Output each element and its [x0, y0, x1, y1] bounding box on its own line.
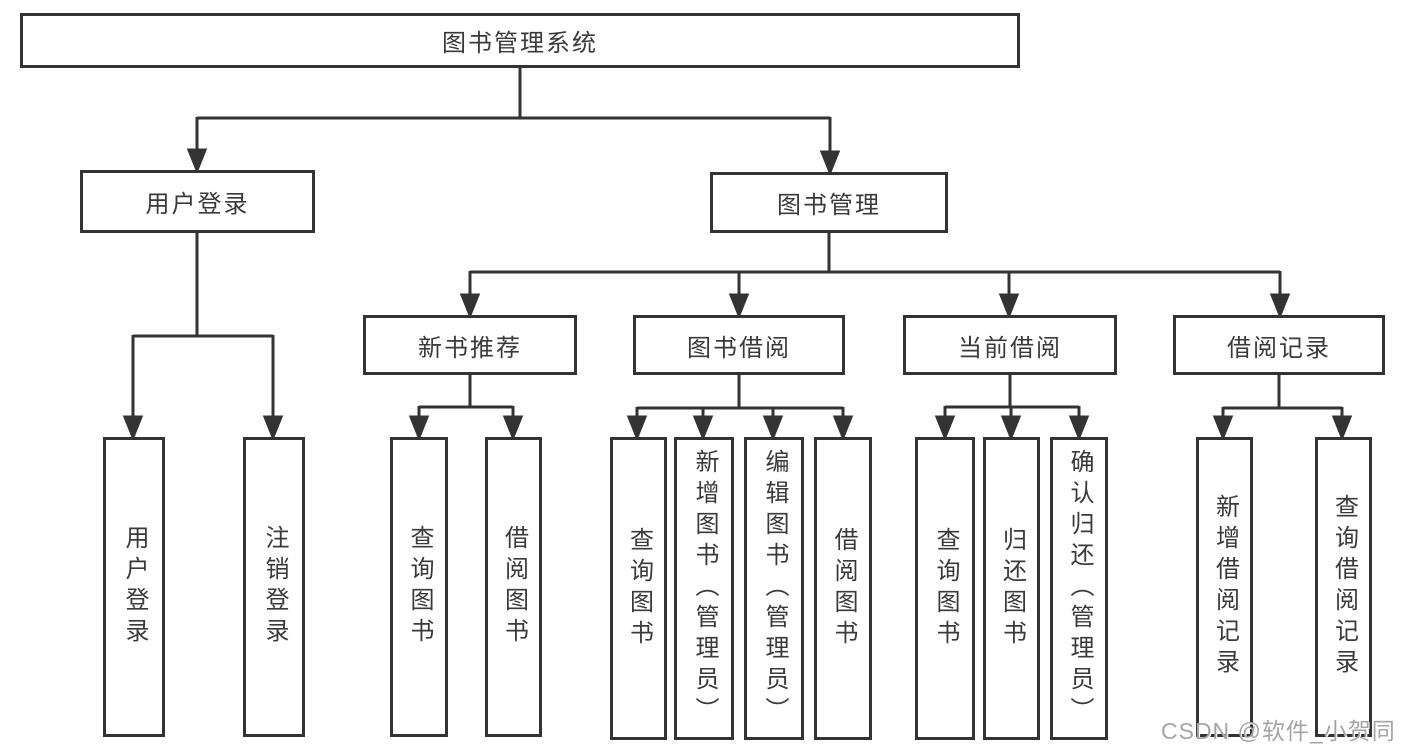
- arrowhead: [1269, 293, 1291, 320]
- arrowhead: [1212, 415, 1234, 442]
- node-leaf-query-books-3: 查询图书: [915, 437, 975, 740]
- node-leaf-add-books-label: 新增图书（管理员）: [691, 449, 718, 728]
- node-leaf-edit-books: 编辑图书（管理员）: [744, 437, 804, 740]
- node-new-book-rec: 新书推荐: [363, 315, 577, 375]
- arrowhead: [819, 150, 841, 177]
- arrowhead: [1331, 415, 1353, 442]
- arrowhead: [998, 293, 1020, 320]
- node-leaf-add-borrow-record: 新增借阅记录: [1196, 437, 1253, 737]
- node-leaf-add-books: 新增图书（管理员）: [674, 437, 734, 740]
- arrowhead: [832, 415, 854, 442]
- node-leaf-logout: 注销登录: [243, 437, 305, 737]
- node-current-borrow-label: 当前借阅: [958, 334, 1062, 362]
- node-book-borrow-label: 图书借阅: [687, 334, 791, 362]
- node-leaf-return-books-label: 归还图书: [998, 526, 1026, 651]
- node-leaf-borrow-books-2: 借阅图书: [814, 437, 872, 740]
- node-book-borrow: 图书借阅: [633, 315, 845, 375]
- node-book-mgmt: 图书管理: [710, 172, 948, 233]
- node-leaf-confirm-return: 确认归还（管理员）: [1050, 437, 1108, 740]
- arrowhead: [459, 293, 481, 320]
- arrowhead: [934, 415, 956, 442]
- arrowhead: [728, 293, 750, 320]
- watermark: CSDN @软件_小贺同学: [1161, 718, 1396, 744]
- node-leaf-return-books: 归还图书: [983, 437, 1040, 740]
- connector-current-borrow-to-leaves: [934, 375, 1090, 442]
- arrowhead: [1000, 415, 1022, 442]
- arrowhead: [692, 415, 714, 442]
- node-leaf-query-books-2-label: 查询图书: [625, 526, 653, 651]
- connector-borrow-records-to-leaves: [1212, 375, 1353, 442]
- node-root-label: 图书管理系统: [442, 30, 598, 57]
- connector-root-to-level2: [186, 68, 841, 177]
- node-new-book-rec-label: 新书推荐: [418, 334, 522, 362]
- node-leaf-query-books-1: 查询图书: [390, 437, 448, 737]
- node-leaf-confirm-return-label: 确认归还（管理员）: [1066, 449, 1093, 728]
- node-leaf-borrow-books-1-label: 借阅图书: [500, 525, 528, 649]
- node-leaf-edit-books-label: 编辑图书（管理员）: [761, 449, 788, 728]
- arrowhead: [408, 415, 430, 442]
- node-user-login-label: 用户登录: [145, 191, 250, 218]
- node-borrow-records: 借阅记录: [1173, 315, 1385, 375]
- node-root: 图书管理系统: [20, 13, 1020, 68]
- node-borrow-records-label: 借阅记录: [1227, 334, 1331, 362]
- arrowhead: [122, 415, 144, 442]
- node-leaf-borrow-books-2-label: 借阅图书: [830, 526, 857, 651]
- node-leaf-user-login-label: 用户登录: [121, 525, 148, 649]
- node-leaf-query-books-2: 查询图书: [610, 437, 667, 740]
- node-current-borrow: 当前借阅: [903, 315, 1117, 375]
- node-book-mgmt-label: 图书管理: [777, 192, 881, 219]
- connector-book-mgmt-to-level3: [459, 233, 1291, 320]
- node-leaf-add-borrow-record-label: 新增借阅记录: [1211, 494, 1239, 680]
- arrowhead: [1068, 415, 1090, 442]
- node-user-login: 用户登录: [80, 170, 315, 233]
- connector-new-book-rec-to-leaves: [408, 375, 524, 442]
- node-leaf-query-borrow-record-label: 查询借阅记录: [1330, 494, 1358, 680]
- node-leaf-query-books-3-label: 查询图书: [932, 526, 959, 651]
- node-leaf-borrow-books-1: 借阅图书: [485, 437, 542, 737]
- connector-user-login-to-leaves: [122, 233, 284, 442]
- node-leaf-query-borrow-record: 查询借阅记录: [1315, 437, 1372, 737]
- node-leaf-user-login: 用户登录: [103, 437, 165, 737]
- arrowhead: [502, 415, 524, 442]
- node-leaf-query-books-1-label: 查询图书: [406, 525, 433, 649]
- arrowhead: [262, 415, 284, 442]
- node-leaf-logout-label: 注销登录: [261, 525, 288, 649]
- arrowhead: [186, 148, 208, 175]
- arrowhead: [626, 415, 648, 442]
- connector-book-borrow-to-leaves: [626, 375, 854, 442]
- arrowhead: [762, 415, 784, 442]
